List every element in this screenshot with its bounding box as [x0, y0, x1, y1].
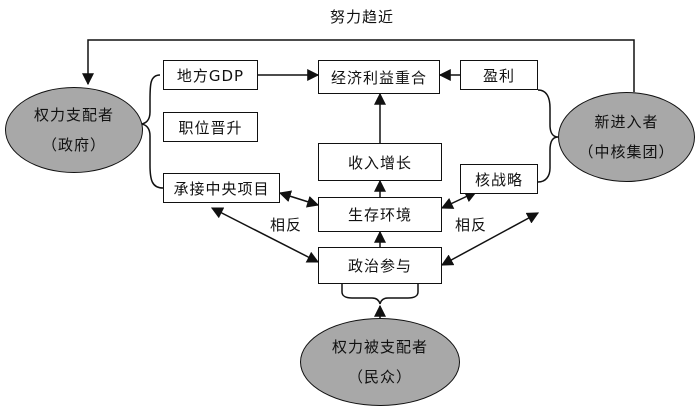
- newcomer-sub: （中核集团）: [578, 143, 675, 161]
- citizens-name: 权力被支配者: [331, 338, 428, 356]
- citizens-sub: （民众）: [347, 368, 412, 386]
- newcomer-node: 新进入者 （中核集团）: [558, 92, 695, 182]
- arrow-newcomer-to-government: [82, 39, 635, 92]
- arrow-strategy-environment: [440, 191, 478, 209]
- relation-label-left: 相反: [270, 216, 303, 234]
- profit-box: 盈利: [460, 60, 538, 90]
- top-arrow-label: 努力趋近: [330, 8, 395, 26]
- income-growth-box: 收入增长: [318, 143, 442, 181]
- economic-interest-box: 经济利益重合: [318, 60, 440, 94]
- promotion-box: 职位晋升: [163, 112, 258, 142]
- government-sub: （政府）: [41, 136, 106, 154]
- newcomer-name: 新进入者: [594, 113, 659, 131]
- political-participation-box: 政治参与: [318, 247, 442, 284]
- right-brace: [537, 89, 559, 183]
- bottom-brace: [341, 284, 419, 305]
- living-environment-box: 生存环境: [318, 197, 442, 232]
- arrow-newcomer-politics: [440, 212, 540, 266]
- relation-label-right: 相反: [455, 216, 488, 234]
- central-project-box: 承接中央项目: [163, 173, 280, 203]
- government-node: 权力支配者 （政府）: [5, 87, 143, 173]
- arrow-project-environment: [278, 190, 320, 208]
- gdp-box: 地方GDP: [163, 60, 258, 90]
- government-name: 权力支配者: [33, 106, 114, 124]
- strategy-box: 核战略: [460, 164, 538, 194]
- citizens-node: 权力被支配者 （民众）: [300, 318, 460, 406]
- left-brace: [139, 74, 164, 189]
- arrow-project-politics: [210, 207, 320, 263]
